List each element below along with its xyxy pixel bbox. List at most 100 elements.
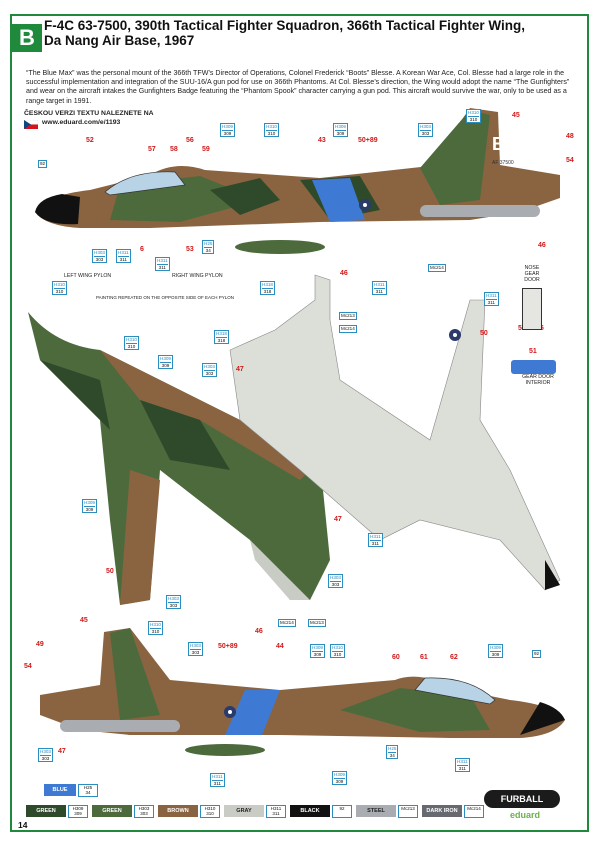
legend-swatch-dark-iron: DARK IRON <box>422 805 462 817</box>
callout-6: 6 <box>140 246 144 253</box>
legend-code-steel: Mc213 <box>398 805 418 818</box>
serial-top: AF 37500 <box>492 160 514 166</box>
czech-line-1: ČESKOU VERZI TEXTU NALEZNETE NA <box>24 110 154 117</box>
callout-53: 53 <box>186 246 194 253</box>
callout-47-bottomview: 47 <box>334 516 342 523</box>
legend-swatch-green-2: GREEN <box>92 805 132 817</box>
callout-55-left: 55 <box>518 325 526 332</box>
code-box-mc214-c: Mc214 <box>278 619 296 627</box>
callout-45: 45 <box>512 112 520 119</box>
callout-50-top: 50 <box>106 568 114 575</box>
callout-47-bottom: 47 <box>58 748 66 755</box>
title-line-2: Da Nang Air Base, 1967 <box>44 33 195 48</box>
callout-45-bottom: 45 <box>80 617 88 624</box>
legend-swatch-gray: GRAY <box>224 805 264 817</box>
eduard-logo: eduard <box>510 810 541 820</box>
left-pylon-label: LEFT WING PYLON <box>64 273 112 279</box>
legend-code-black: 92 <box>332 805 352 818</box>
code-box-mc213-a: Mc213 <box>339 312 357 320</box>
nose-gear-door-label: NOSE GEAR DOOR <box>524 265 540 283</box>
top-side-profile: BB <box>35 108 560 254</box>
tail-code-bottom: BB <box>62 646 88 666</box>
callout-47: 47 <box>236 366 244 373</box>
tail-code-top: BB <box>492 134 518 154</box>
nose-gear-door <box>522 288 542 330</box>
legend-code-dark-iron: Mc214 <box>464 805 484 818</box>
callout-48: 48 <box>566 133 574 140</box>
legend-swatch-green-1: GREEN <box>26 805 66 817</box>
callout-49: 49 <box>36 641 44 648</box>
callout-50-89-bottom: 50+89 <box>218 643 238 650</box>
callout-56: 56 <box>186 137 194 144</box>
legend-swatch-blue: BLUE <box>44 784 76 796</box>
callout-52: 52 <box>86 137 94 144</box>
top-view <box>28 312 330 605</box>
callout-46-topview: 46 <box>255 628 263 635</box>
czech-note: ČESKOU VERZI TEXTU NALEZNETE NA <box>24 110 154 118</box>
czech-url[interactable]: www.eduard.com/e/1193 <box>42 119 121 126</box>
callout-54: 54 <box>566 157 574 164</box>
callout-54-bottom: 54 <box>24 663 32 670</box>
code-box-mc213-b: Mc213 <box>308 619 326 627</box>
callout-50: 50 <box>480 330 488 337</box>
callout-59: 59 <box>202 146 210 153</box>
page-frame <box>10 14 589 832</box>
description-text: “The Blue Max” was the personal mount of… <box>26 69 570 105</box>
callout-60: 60 <box>392 654 400 661</box>
right-pylon-label: RIGHT WING PYLON <box>172 273 223 279</box>
code-box-mc214-b: Mc214 <box>339 325 357 333</box>
code-box-92-b: 92 <box>532 650 542 658</box>
code-box-mc214-a: Mc214 <box>428 264 446 272</box>
code-box-92: 92 <box>38 160 48 168</box>
bottom-view <box>229 274 561 591</box>
page-title: F-4C 63-7500, 390th Tactical Fighter Squ… <box>44 18 584 48</box>
gear-door-interior-label: GEAR DOOR INTERIOR <box>522 374 554 386</box>
legend-swatch-steel: STEEL <box>356 805 396 817</box>
title-line-1: F-4C 63-7500, 390th Tactical Fighter Squ… <box>44 18 525 33</box>
callout-57: 57 <box>148 146 156 153</box>
callout-62: 62 <box>450 654 458 661</box>
callout-50-89: 50+89 <box>358 137 378 144</box>
pylon-note: PAINTING REPEATED ON THE OPPOSITE SIDE O… <box>96 295 235 300</box>
callout-61: 61 <box>420 654 428 661</box>
bottom-side-profile: BB <box>40 628 565 756</box>
profile-badge: B <box>12 24 42 52</box>
callout-44: 44 <box>276 643 284 650</box>
callout-46-pylon: 46 <box>340 270 348 277</box>
callout-43: 43 <box>318 137 326 144</box>
